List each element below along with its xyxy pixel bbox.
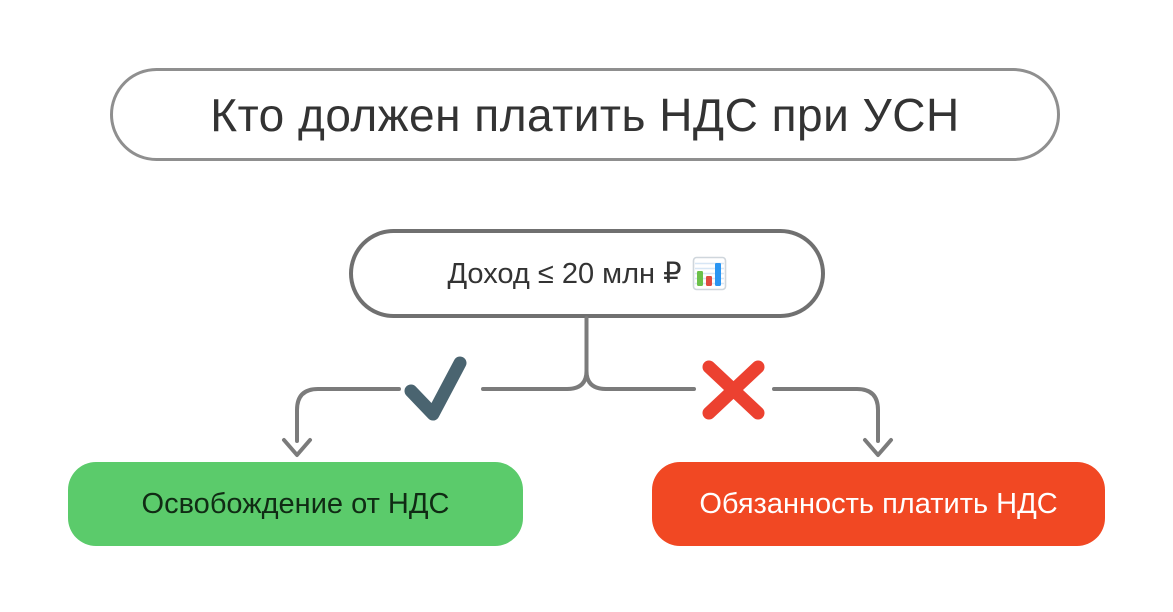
result-obliged-box: Обязанность платить НДС	[652, 462, 1105, 546]
connector-split-right	[584, 369, 608, 391]
cross-mark-icon	[702, 360, 765, 420]
branch-left-arrowhead	[282, 438, 312, 457]
result-exempt-box: Освобождение от НДС	[68, 462, 523, 546]
connector-split-left	[565, 369, 589, 391]
check-mark-icon	[404, 356, 467, 421]
result-obliged-label: Обязанность платить НДС	[699, 487, 1058, 520]
branch-right-arrowhead	[863, 438, 893, 457]
condition-node: Доход ≤ 20 млн ₽	[349, 229, 825, 318]
bar-chart-icon	[692, 256, 727, 291]
branch-left-line-outer	[295, 387, 401, 443]
diagram-title-label: Кто должен платить НДС при УСН	[210, 88, 960, 141]
condition-label: Доход ≤ 20 млн ₽	[447, 258, 682, 290]
diagram-title: Кто должен платить НДС при УСН	[110, 68, 1060, 161]
result-exempt-label: Освобождение от НДС	[141, 487, 450, 520]
branch-right-line-outer	[772, 387, 880, 443]
